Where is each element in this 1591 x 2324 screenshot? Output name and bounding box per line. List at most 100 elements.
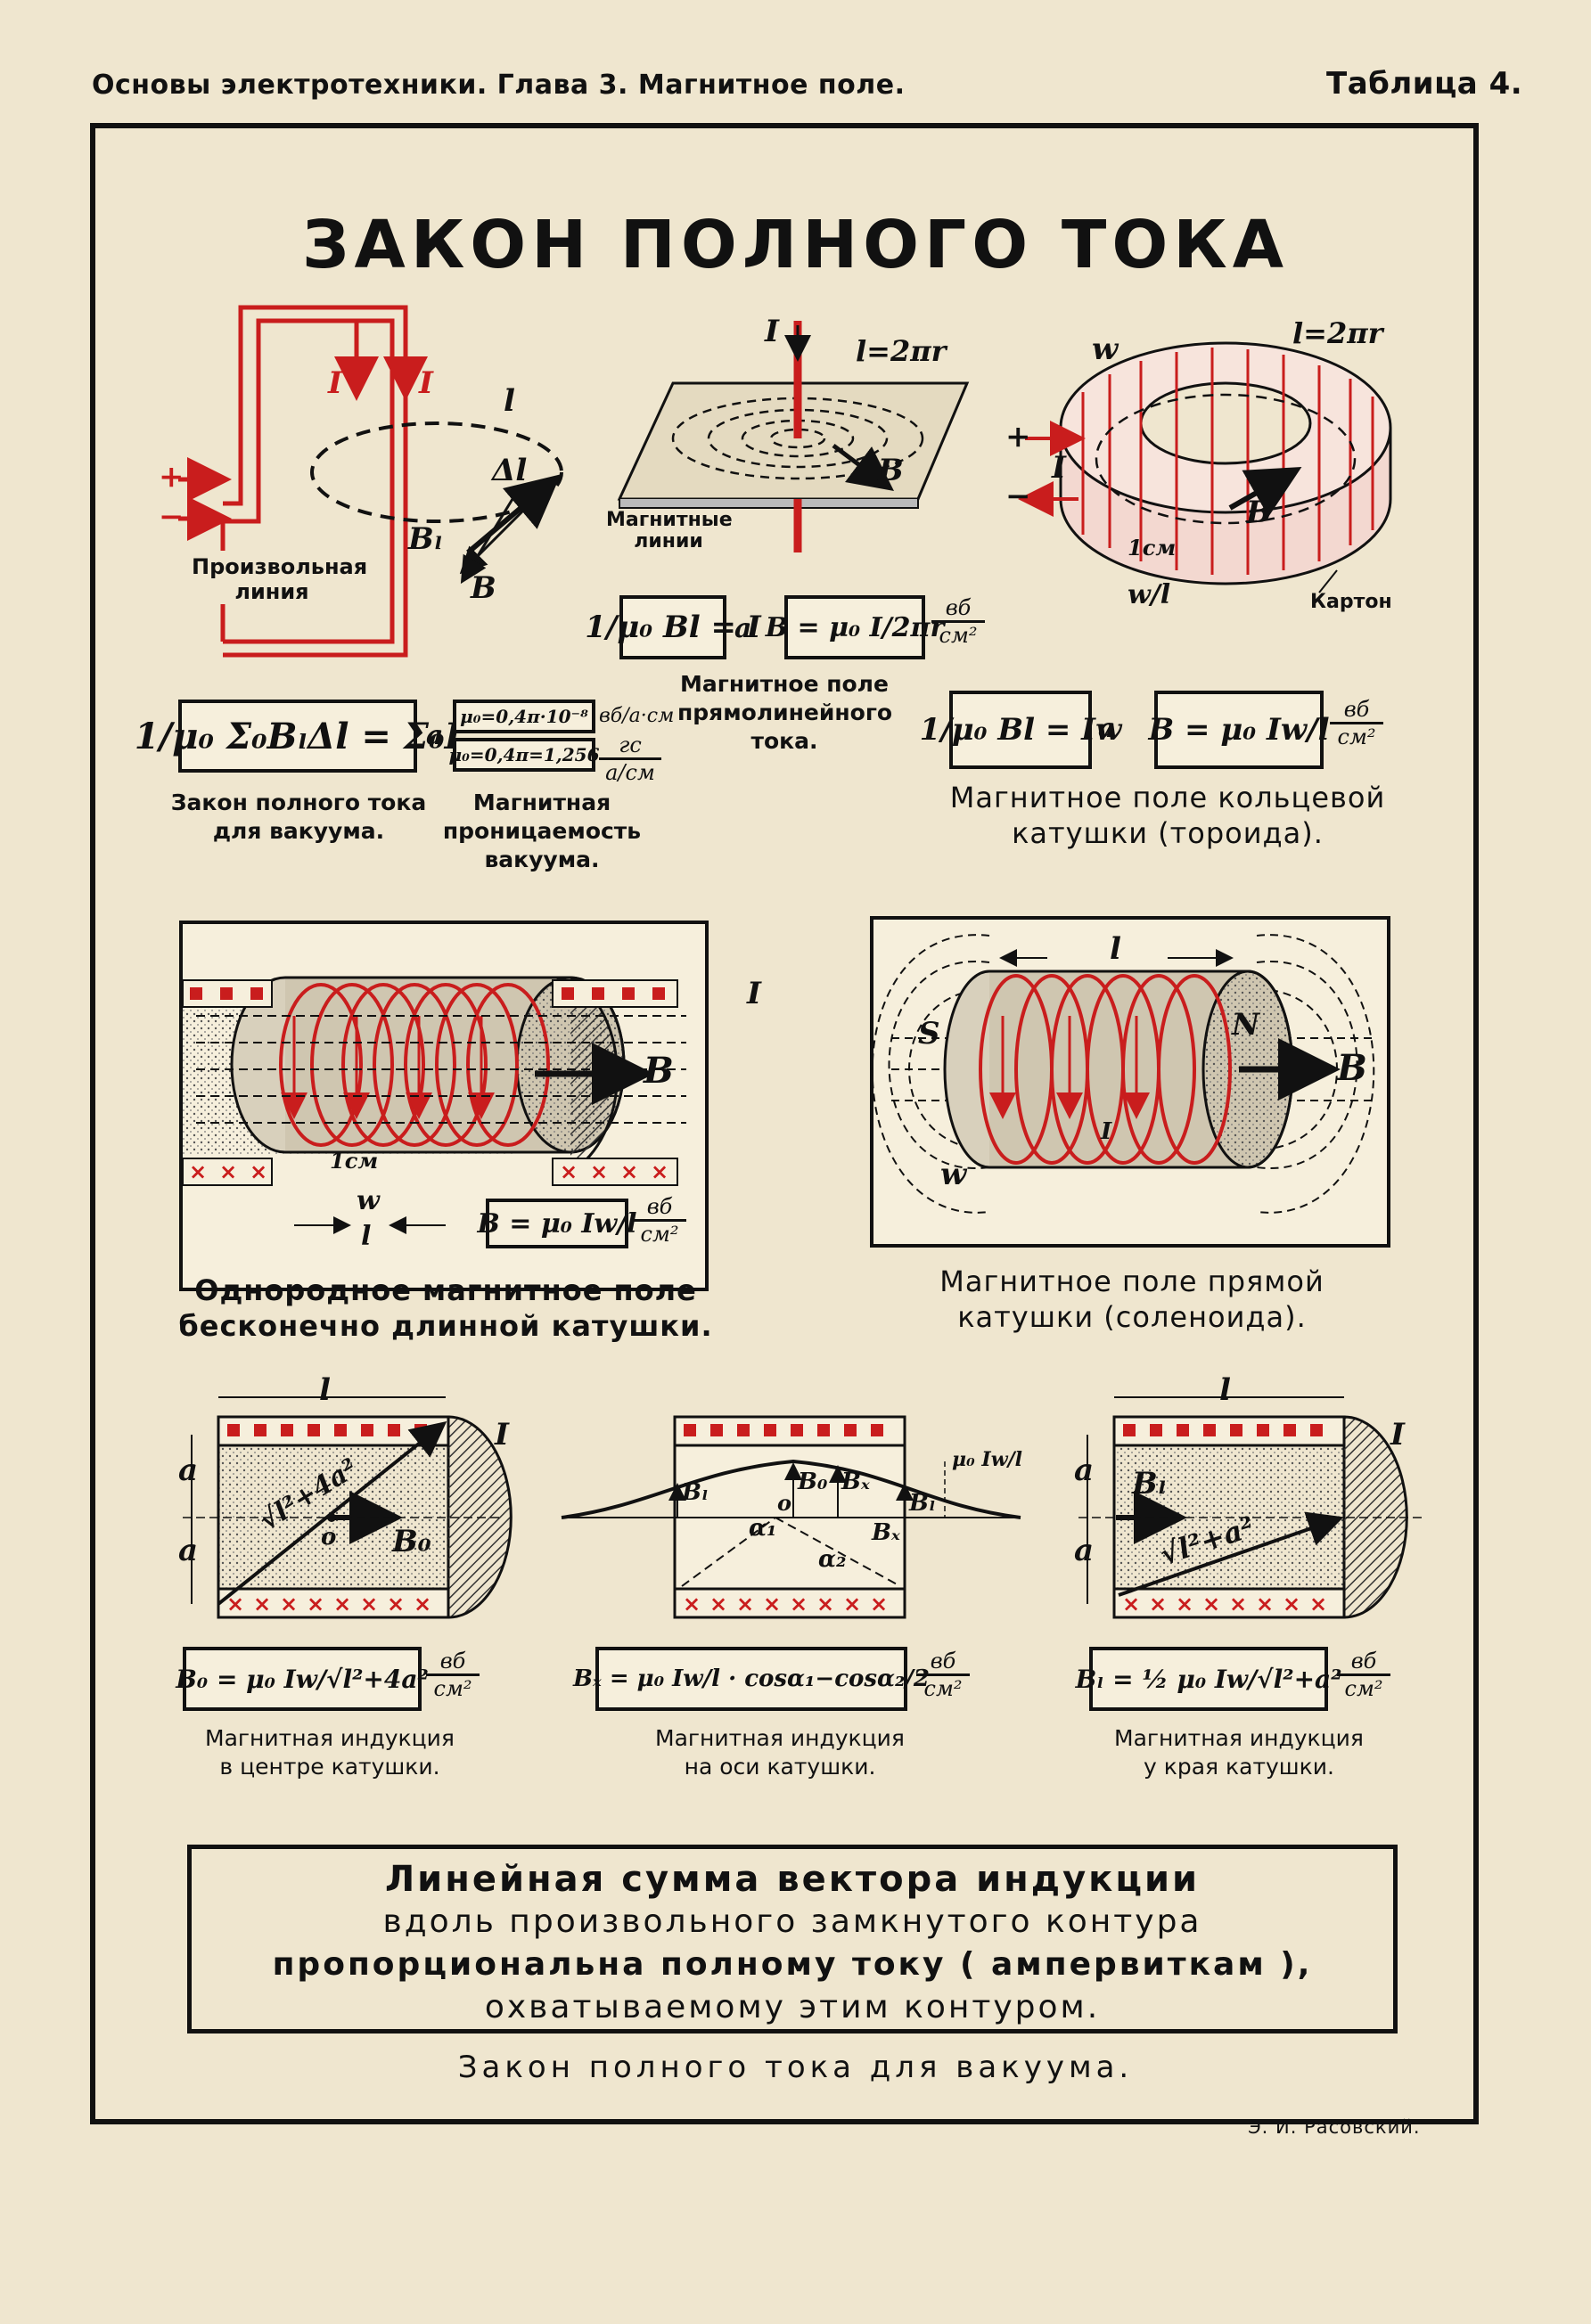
fig7-formula-unit: вб см² xyxy=(916,1649,970,1701)
svg-text:×: × xyxy=(1122,1592,1140,1616)
fig2-l-label: l=2πr xyxy=(856,334,947,368)
fig7-o-label: o xyxy=(777,1490,792,1516)
svg-text:×: × xyxy=(843,1592,861,1616)
fig4-w-label: w xyxy=(357,1185,380,1216)
fig1-caption: Закон полного тока для вакуума. xyxy=(170,790,427,844)
fig5-current-label: I xyxy=(1101,1118,1112,1145)
fig5-l-label: l xyxy=(1110,931,1121,967)
fig3-cm-label: 1см xyxy=(1128,535,1177,561)
fig8-unit-num: вб xyxy=(1337,1649,1390,1676)
fig3-current-label: I xyxy=(1052,450,1066,486)
fig5-s-label: S xyxy=(918,1016,940,1052)
conclusion-line-4: охватываемому этим контуром. xyxy=(484,1989,1101,2025)
fig4-l-label: l xyxy=(361,1221,372,1252)
fig3-l-label: l=2πr xyxy=(1292,316,1383,350)
fig8-bl-label: Bₗ xyxy=(1132,1466,1167,1502)
fig3-formula-2: B = μ₀ Iw/l xyxy=(1148,691,1330,769)
fig5-caption: Магнитное поле прямой катушки (соленоида… xyxy=(939,1264,1324,1334)
fig4-current-label: I xyxy=(747,976,761,1011)
fig4-b-label: B xyxy=(644,1050,674,1092)
header-right: Таблица 4. xyxy=(1326,66,1523,102)
fig2-unit-den: см² xyxy=(939,623,978,648)
fig2-lines-note: Магнитные линии xyxy=(606,509,733,552)
svg-text:×: × xyxy=(1149,1592,1167,1616)
fig2-current-label: I xyxy=(765,314,779,349)
fig2-formula-2-unit: вб см² xyxy=(931,595,985,648)
mu-line-2-unit: гс а/см xyxy=(599,732,661,785)
fig3-wl-label: w/l xyxy=(1128,579,1171,610)
conclusion-line-3: пропорциональна полному току ( ампервитк… xyxy=(272,1946,1313,1983)
mu-caption: Магнитная проницаемость вакуума. xyxy=(442,790,642,872)
fig8-formula: Bₗ = ½ μ₀ Iw/√l²+a² xyxy=(1076,1647,1341,1711)
svg-text:×: × xyxy=(250,1159,267,1184)
fig3-minus: − xyxy=(1005,479,1031,514)
fig7-formula: Bₓ = μ₀ Iw/l · cosα₁−cosα₂/2 xyxy=(573,1647,930,1711)
fig2-unit-num: вб xyxy=(931,595,985,623)
fig7-caption: Магнитная индукция на оси катушки. xyxy=(655,1725,905,1780)
svg-text:×: × xyxy=(189,1159,207,1184)
fig7-a1-label: α₁ xyxy=(749,1515,777,1542)
fig6-current-label: I xyxy=(495,1417,509,1452)
fig2-caption: Магнитное поле прямолинейного тока. xyxy=(677,671,893,754)
fig1-dl-arrow xyxy=(466,474,562,555)
fig7-bl-label-right: Bₗ xyxy=(909,1490,936,1517)
fig2-b-arrow xyxy=(832,444,894,491)
fig8-l-label: l xyxy=(1219,1372,1231,1408)
fig8-coil: ×××× ×××× xyxy=(1078,1396,1426,1619)
fig1-line-label: l xyxy=(504,383,515,419)
fig4-unit-den: см² xyxy=(640,1222,679,1247)
fig3-formula-1-unit: а xyxy=(1098,713,1116,744)
fig1-line-caption: Произвольная линия xyxy=(192,554,368,604)
fig5-w-label: w xyxy=(940,1157,967,1192)
fig7-unit-den: см² xyxy=(923,1676,963,1701)
fig7-mu-label: μ₀ Iw/l xyxy=(952,1448,1023,1471)
svg-text:×: × xyxy=(651,1159,668,1184)
fig4-cm-label: 1см xyxy=(330,1148,379,1174)
fig8-a-label-2: a xyxy=(1074,1533,1095,1568)
fig1-current-label-1: I xyxy=(328,365,342,401)
fig6-unit-den: см² xyxy=(433,1676,472,1701)
law-caption: Закон полного тока для вакуума. xyxy=(457,2050,1134,2085)
svg-text:×: × xyxy=(360,1592,378,1616)
fig5-solenoid xyxy=(870,916,1390,1248)
svg-text:×: × xyxy=(590,1159,608,1184)
fig4-unit-num: вб xyxy=(633,1194,686,1222)
fig6-a-label-2: a xyxy=(178,1533,199,1568)
fig6-b0-label: B₀ xyxy=(392,1524,431,1559)
fig1-minus: − xyxy=(159,499,185,535)
fig3-caption: Магнитное поле кольцевой катушки (тороид… xyxy=(949,781,1386,850)
fig4-caption: Однородное магнитное поле бесконечно дли… xyxy=(178,1273,713,1343)
svg-text:×: × xyxy=(1202,1592,1220,1616)
mu-unit-den: а/см xyxy=(605,760,655,785)
svg-text:×: × xyxy=(736,1592,754,1616)
svg-text:×: × xyxy=(620,1159,638,1184)
fig1-box-bg xyxy=(192,551,352,604)
fig8-a-label-1: a xyxy=(1074,1452,1095,1488)
fig7-bl-label-left: Bₗ xyxy=(682,1479,709,1506)
fig6-caption: Магнитная индукция в центре катушки. xyxy=(205,1725,455,1780)
fig6-l-label: l xyxy=(319,1372,331,1408)
page-frame xyxy=(90,123,1479,2124)
fig1-b-arrow xyxy=(460,498,514,585)
fig3-unit-num: вб xyxy=(1330,697,1383,724)
fig2-plane xyxy=(617,381,970,509)
fig8-formula-unit: вб см² xyxy=(1337,1649,1390,1701)
mu-line-1-unit: вб/а·см xyxy=(599,705,675,727)
fig1-dl-label: Δl xyxy=(492,453,528,488)
fig1-contour xyxy=(310,421,563,523)
fig6-unit-num: вб xyxy=(426,1649,480,1676)
fig1-bl-label: Bₗ xyxy=(408,521,443,557)
fig3-b-arrow xyxy=(1228,467,1302,517)
fig8-unit-den: см² xyxy=(1344,1676,1383,1701)
svg-text:×: × xyxy=(560,1159,578,1184)
fig3-leads xyxy=(1018,421,1086,517)
fig3-formula-2-unit: вб см² xyxy=(1330,697,1383,749)
conclusion-line-1: Линейная сумма вектора индукции xyxy=(384,1859,1201,1900)
header-left: Основы электротехники. Глава 3. Магнитно… xyxy=(92,70,906,101)
fig6-formula: B₀ = μ₀ Iw/√l²+4a² xyxy=(176,1647,429,1711)
fig1-b-label: B xyxy=(471,570,496,606)
fig6-coil: ×××× ×××× xyxy=(183,1396,513,1619)
svg-text:×: × xyxy=(683,1592,701,1616)
page-title: ЗАКОН ПОЛНОГО ТОКА xyxy=(301,207,1290,283)
fig1-current-label-2: I xyxy=(419,365,433,401)
